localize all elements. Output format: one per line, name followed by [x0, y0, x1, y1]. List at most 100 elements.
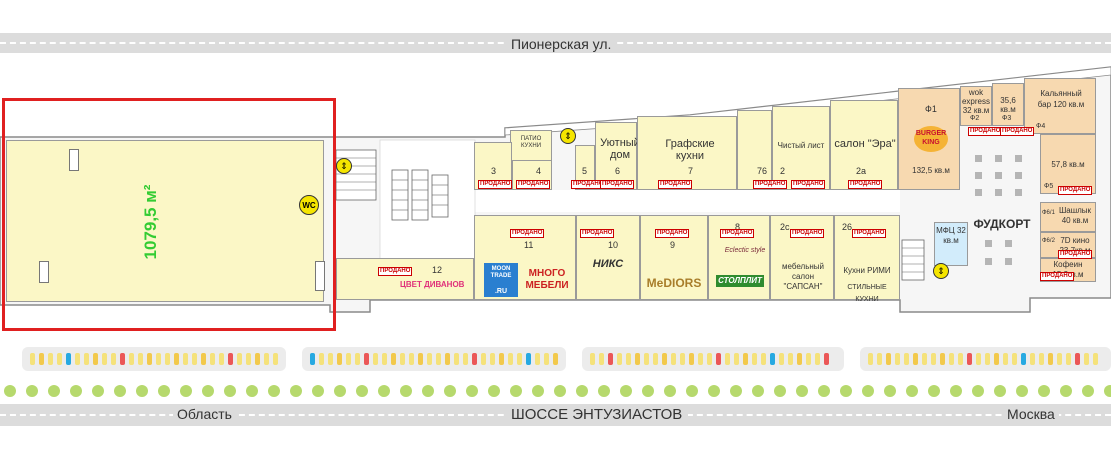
tree [466, 385, 478, 397]
parked-car [490, 353, 495, 365]
parked-car [815, 353, 820, 365]
tree [92, 385, 104, 397]
parked-car [868, 353, 873, 365]
parked-car [662, 353, 667, 365]
tree [202, 385, 214, 397]
parked-car [698, 353, 703, 365]
tree [290, 385, 302, 397]
tree [730, 385, 742, 397]
parked-car [93, 353, 98, 365]
parked-car [111, 353, 116, 365]
parked-car [255, 353, 260, 365]
unit-f2[interactable] [960, 86, 992, 126]
parked-car [1066, 353, 1071, 365]
parked-car [418, 353, 423, 365]
sold-badge: ПРОДАНО [516, 180, 551, 189]
unit-2a-name: салон "Эра" [834, 138, 896, 150]
parked-car [57, 353, 62, 365]
tree [400, 385, 412, 397]
elevator-icon: ⇕ [560, 128, 576, 144]
unit-4-number: 4 [536, 166, 542, 176]
parked-car [463, 353, 468, 365]
parked-car [877, 353, 882, 365]
unit-26-number: 26 [842, 222, 853, 232]
parked-car [734, 353, 739, 365]
tree [840, 385, 852, 397]
parked-car [165, 353, 170, 365]
parked-car [958, 353, 963, 365]
unit-10-number: 10 [608, 240, 619, 250]
parked-car [427, 353, 432, 365]
tree [4, 385, 16, 397]
parked-car [273, 353, 278, 365]
parked-car [228, 353, 233, 365]
parked-car [743, 353, 748, 365]
unit-f4-number: Ф4 [1036, 123, 1046, 130]
unit-mfc[interactable] [934, 222, 968, 266]
sold-badge: ПРОДАНО [510, 229, 545, 238]
elevator-icon: ⇕ [336, 158, 352, 174]
parked-car [102, 353, 107, 365]
unit-12-brand: ЦВЕТ ДИВАНОВ [400, 280, 465, 289]
unit-2c-number: 2с [780, 222, 790, 232]
unit-f6-1[interactable] [1040, 202, 1096, 232]
tree [642, 385, 654, 397]
unit-11-brand-2: МНОГО МЕБЕЛИ [525, 268, 569, 291]
unit-7[interactable] [637, 116, 737, 190]
parked-car [445, 353, 450, 365]
parked-car [472, 353, 477, 365]
unit-10[interactable] [576, 215, 640, 300]
highlighted-unit[interactable]: 1079,5 м² [6, 140, 325, 302]
parked-car [761, 353, 766, 365]
parked-car [346, 353, 351, 365]
parked-car [680, 353, 685, 365]
unit-2a-number: 2а [856, 166, 867, 176]
unit-f1-brand: BURGER KING [915, 130, 947, 146]
parked-car [967, 353, 972, 365]
sold-badge: ПРОДАНО [1058, 250, 1093, 259]
parked-car [66, 353, 71, 365]
parked-car [994, 353, 999, 365]
unit-patio-label: ПАТИО КУХНИ [520, 136, 542, 149]
tree [1060, 385, 1072, 397]
parked-car [400, 353, 405, 365]
unit-f4[interactable] [1024, 78, 1096, 134]
parked-car [310, 353, 315, 365]
unit-2[interactable] [772, 106, 830, 190]
parked-car [599, 353, 604, 365]
sold-badge: ПРОДАНО [378, 267, 413, 276]
sold-badge: ПРОДАНО [753, 180, 788, 189]
unit-f5[interactable] [1040, 134, 1096, 194]
parked-car [895, 353, 900, 365]
parked-car [75, 353, 80, 365]
tree [972, 385, 984, 397]
unit-f3[interactable] [992, 83, 1024, 126]
unit-11-brand-1: MOON TRADE [490, 266, 512, 279]
unit-8-brand-1: Eclectic style [724, 247, 766, 254]
sold-badge: ПРОДАНО [968, 127, 1003, 136]
unit-6[interactable] [595, 122, 637, 190]
unit-5[interactable] [575, 145, 595, 190]
tree [312, 385, 324, 397]
unit-12[interactable] [336, 258, 474, 300]
parked-car [526, 353, 531, 365]
unit-f6-1-name: Шашлык 40 кв.м [1058, 206, 1092, 225]
unit-76[interactable] [737, 110, 772, 190]
sold-badge: ПРОДАНО [1040, 272, 1075, 281]
unit-3-number: 3 [491, 166, 497, 176]
parked-car [129, 353, 134, 365]
tree [532, 385, 544, 397]
unit-2a[interactable] [830, 100, 898, 190]
unit-2c-name: мебельный салон "САПСАН" [781, 262, 824, 291]
tree [268, 385, 280, 397]
parked-car [635, 353, 640, 365]
unit-f2-name: wok express 32 кв.м [961, 88, 990, 115]
tree [950, 385, 962, 397]
parked-car [364, 353, 369, 365]
tree [796, 385, 808, 397]
unit-f5-area: 57,8 кв.м [1051, 160, 1085, 169]
parked-car [1030, 353, 1035, 365]
parked-car [219, 353, 224, 365]
sold-badge: ПРОДАНО [1000, 127, 1035, 136]
sold-badge: ПРОДАНО [658, 180, 693, 189]
